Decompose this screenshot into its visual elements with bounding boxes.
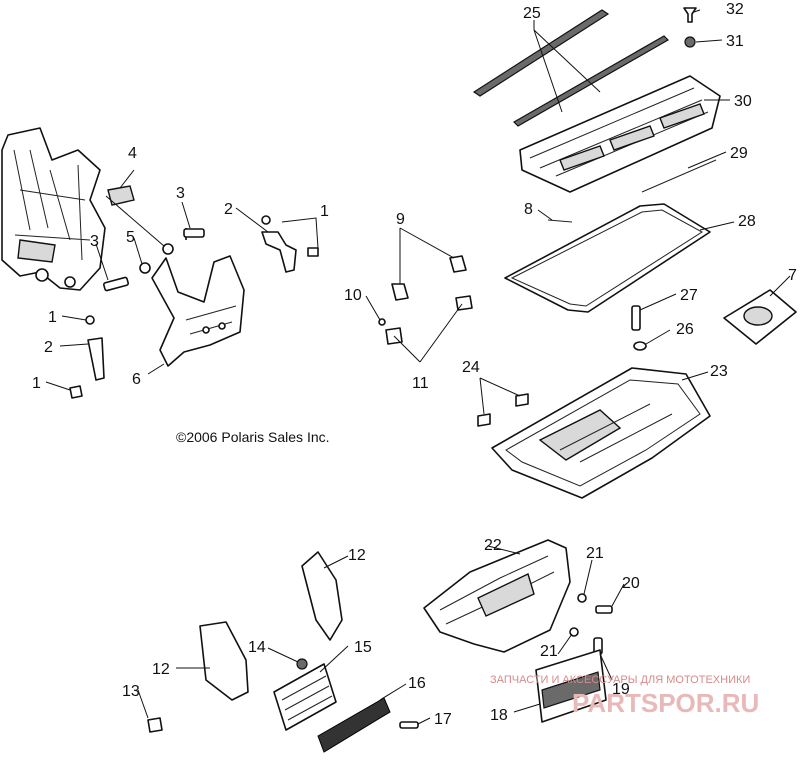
clip-part-1-d — [307, 247, 319, 257]
callout-13: 13 — [122, 683, 140, 700]
bolt-part-3-lower — [103, 276, 129, 292]
callout-3-upper: 3 — [176, 185, 185, 202]
bracket-part-2-middle — [261, 231, 297, 273]
clip-part-1-a — [85, 315, 95, 325]
clip-part-11 — [385, 295, 473, 345]
washer-part-26 — [633, 341, 647, 351]
front-bumper-part-22 — [423, 539, 571, 653]
callout-21-upper: 21 — [586, 545, 604, 562]
callout-6: 6 — [132, 371, 141, 388]
push-rivet-part-32 — [683, 7, 697, 23]
callout-4: 4 — [128, 145, 137, 162]
callout-27: 27 — [680, 287, 698, 304]
bolt-part-27 — [631, 305, 641, 331]
callout-18: 18 — [490, 707, 508, 724]
watermark-logo: PARTSPOR.RU — [572, 688, 759, 718]
cover-part-7 — [723, 289, 797, 345]
callout-7: 7 — [788, 267, 797, 284]
clip-part-24 — [477, 393, 529, 427]
bolt-part-3-upper — [183, 228, 205, 240]
callout-8: 8 — [524, 201, 533, 218]
leader-lines — [45, 9, 791, 725]
callout-17: 17 — [434, 711, 452, 728]
watermark: ЗАПЧАСТИ И АКСЕССУАРЫ ДЛЯ МОТОТЕХНИКИ PA… — [490, 674, 759, 718]
rear-rack-part-30 — [519, 75, 721, 193]
rack-rail-part-25 — [472, 9, 669, 127]
nut-part-10 — [378, 318, 386, 326]
decal-part-4 — [107, 185, 135, 206]
washer-part-5 — [139, 243, 174, 274]
bracket-part-2-left — [87, 337, 105, 381]
storage-box-part-23 — [491, 367, 711, 499]
callout-1-left-lower: 1 — [32, 375, 41, 392]
callout-19: 19 — [612, 681, 630, 698]
callout-12-right: 12 — [348, 547, 366, 564]
callout-22: 22 — [484, 537, 502, 554]
grommet-part-14 — [296, 658, 308, 670]
clip-part-13 — [147, 717, 163, 733]
mesh-screen-part-16 — [317, 697, 391, 753]
callout-25: 25 — [523, 5, 541, 22]
callout-1-left-upper: 1 — [48, 309, 57, 326]
callout-26: 26 — [676, 321, 694, 338]
callout-21-lower: 21 — [540, 643, 558, 660]
seal-part-28 — [504, 203, 711, 313]
nut-part-31 — [684, 36, 696, 48]
copyright-notice: ©2006 Polaris Sales Inc. — [176, 429, 330, 445]
front-bracket-part-6 — [151, 255, 245, 367]
callout-15: 15 — [354, 639, 372, 656]
rod-part-8 — [547, 219, 573, 223]
callout-24: 24 — [462, 359, 480, 376]
callout-5: 5 — [126, 229, 135, 246]
callout-30: 30 — [734, 93, 752, 110]
screw-part-17 — [399, 721, 419, 729]
clip-part-9 — [391, 255, 467, 301]
callout-23: 23 — [710, 363, 728, 380]
callout-11: 11 — [412, 375, 429, 392]
watermark-tagline: ЗАПЧАСТИ И АКСЕССУАРЫ ДЛЯ МОТОТЕХНИКИ — [490, 674, 750, 686]
callout-16: 16 — [408, 675, 426, 692]
side-cover-part-12-right — [301, 551, 343, 641]
clip-part-1-c — [261, 215, 271, 225]
callout-3-lower: 3 — [90, 233, 99, 250]
callout-10: 10 — [344, 287, 362, 304]
rod-part-29 — [641, 159, 717, 193]
callout-14: 14 — [248, 639, 266, 656]
frame-assembly — [1, 127, 106, 291]
nut-part-21 — [569, 593, 587, 637]
callout-9: 9 — [396, 211, 405, 228]
callout-29: 29 — [730, 145, 748, 162]
callout-labels: 25 32 31 30 29 8 28 7 27 26 23 24 9 10 1… — [32, 1, 797, 728]
grille-part-15 — [273, 663, 337, 731]
callout-28: 28 — [738, 213, 756, 230]
callout-12-left: 12 — [152, 661, 170, 678]
callout-32: 32 — [726, 1, 744, 18]
callout-1-middle: 1 — [320, 203, 329, 220]
callout-31: 31 — [726, 33, 744, 50]
clip-part-1-b — [69, 385, 83, 399]
callout-2-left: 2 — [44, 339, 53, 356]
callout-2-middle: 2 — [224, 201, 233, 218]
bolt-part-20 — [595, 605, 613, 614]
side-cover-part-12-left — [199, 621, 249, 701]
callout-20: 20 — [622, 575, 640, 592]
plate-part-18 — [535, 649, 607, 723]
